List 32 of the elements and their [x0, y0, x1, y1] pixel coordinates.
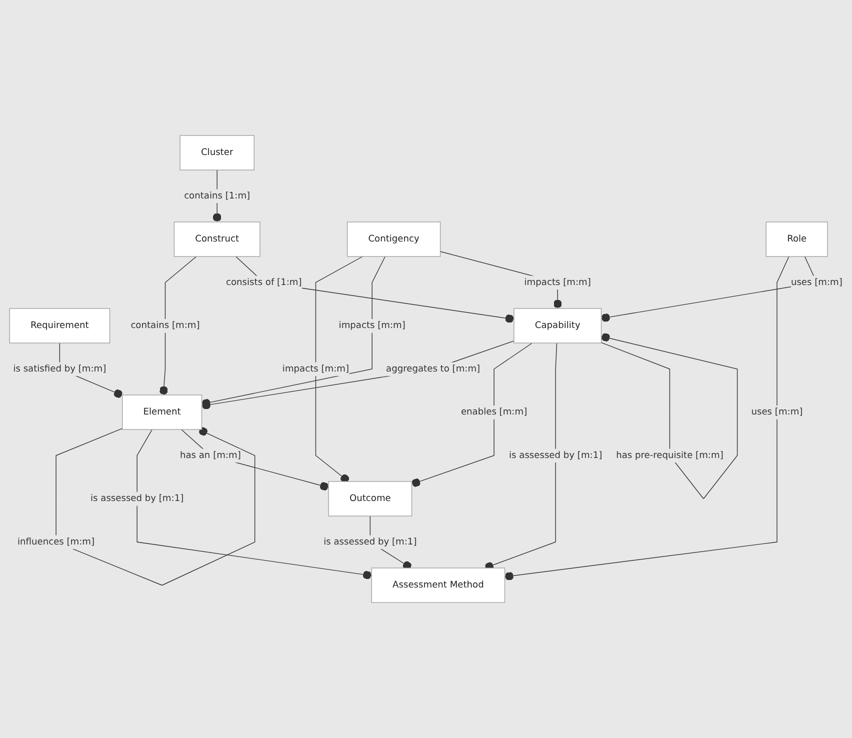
connector	[315, 256, 363, 483]
edge-label: uses [m:m]	[790, 277, 842, 288]
node-box: Assessment Method	[371, 568, 506, 603]
edge-label: has an [m:m]	[180, 450, 241, 461]
edge-label: is assessed by [m:1]	[509, 450, 602, 461]
edge-label: impacts [m:m]	[282, 364, 350, 374]
edge-label: impacts [m:m]	[524, 277, 591, 288]
edge-label: is assessed by [m:1]	[90, 493, 184, 504]
node-box: Cluster	[180, 135, 254, 170]
edge-label: influences [m:m]	[18, 536, 95, 548]
edge-label: enables [m:m]	[460, 406, 528, 418]
edge-label: consists of [1:m]	[226, 277, 302, 288]
edge-label: uses [m:m]	[751, 406, 803, 418]
edge-label: is satisfied by [m:m]	[13, 364, 106, 374]
node-box: Element	[122, 394, 202, 430]
connector	[201, 256, 386, 408]
edge-label: contains [1:m]	[184, 190, 250, 202]
edge-label: has pre-requisite [m:m]	[616, 450, 724, 461]
connector	[504, 256, 790, 580]
node-box: Outcome	[328, 481, 412, 516]
edge-label: contains [m:m]	[130, 320, 200, 331]
connector	[159, 256, 197, 396]
connector	[411, 342, 533, 487]
connector	[201, 340, 514, 410]
node-box: Role	[766, 222, 828, 257]
edge-label: is assessed by [m:1]	[324, 536, 417, 548]
edge-label: aggregates to [m:m]	[386, 364, 480, 374]
node-box: Capability	[514, 308, 602, 344]
node-box: Contigency	[346, 222, 441, 257]
node-box: Construct	[174, 222, 260, 257]
edge-label: impacts [m:m]	[338, 320, 406, 331]
node-box: Requirement	[9, 308, 110, 344]
